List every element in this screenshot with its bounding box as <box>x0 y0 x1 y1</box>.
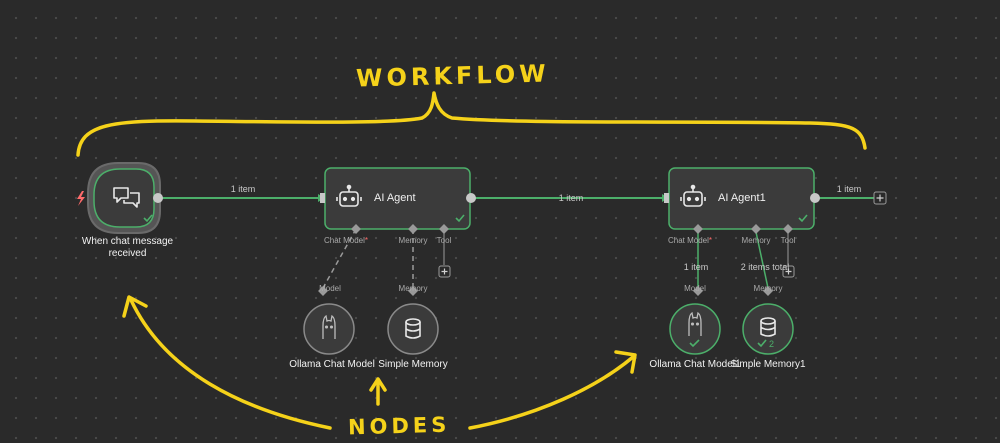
success-check-icon <box>757 339 767 348</box>
trigger-name-line2: received <box>108 248 147 259</box>
ollama1-model-port-label: Model <box>684 284 706 293</box>
trigger-lightning-icon <box>77 191 85 206</box>
ollama-model-port-label: Model <box>319 284 341 293</box>
edge-label-trigger-agent: 1 item <box>230 184 256 194</box>
robot-icon <box>336 184 362 207</box>
chat-model1-items: 1 item <box>683 262 709 272</box>
plus-icon <box>876 194 884 202</box>
memory-port[interactable] <box>408 224 418 234</box>
nodes-arrow-left-head <box>122 295 148 318</box>
ai-agent1-title: AI Agent1 <box>718 192 766 204</box>
ai-agent1-output-handle[interactable] <box>810 193 820 203</box>
ollama-chat-model-name: Ollama Chat Model <box>289 359 375 370</box>
success-check-icon <box>455 214 465 223</box>
llama-icon <box>688 311 702 336</box>
success-check-icon <box>143 214 153 223</box>
required-marker: * <box>708 236 713 245</box>
simple-memory1-port-label: Memory <box>753 284 783 293</box>
trigger-name-line1: When chat message <box>81 236 174 247</box>
ollama1-model-port[interactable] <box>693 286 703 296</box>
success-check-icon <box>798 214 808 223</box>
nodes-annotation: NODES <box>347 412 451 440</box>
chat-model-port-label: Chat Model* <box>311 236 381 245</box>
llama-icon <box>322 314 336 339</box>
ai-agent-input-handle[interactable] <box>320 193 325 203</box>
workflow-brace <box>76 91 867 157</box>
simple-memory-name: Simple Memory <box>378 359 448 370</box>
memory1-items: 2 items total <box>740 262 790 272</box>
simple-memory-port-label: Memory <box>398 284 428 293</box>
simple-memory1-port[interactable] <box>763 286 773 296</box>
workflow-annotation: WORKFLOW <box>355 59 551 93</box>
chat-bubbles-icon <box>113 187 140 208</box>
ollama-model-port[interactable] <box>318 286 328 296</box>
database-icon <box>405 318 421 339</box>
connection-chat-model-ollama[interactable] <box>322 228 357 289</box>
simple-memory1-name: Simple Memory1 <box>730 359 806 370</box>
chat-model-port-text: Chat Model <box>323 236 365 245</box>
ollama-chat-model1-name: Ollama Chat Model1 <box>649 359 741 370</box>
memory1-port[interactable] <box>751 224 761 234</box>
memory1-port-label: Memory <box>741 236 771 245</box>
plus-icon <box>785 268 792 275</box>
plus-icon <box>441 268 448 275</box>
chat-model-port[interactable] <box>351 224 361 234</box>
chat-model1-port-label: Chat Model* <box>655 236 725 245</box>
tool1-port-label: Tool <box>780 236 796 245</box>
database-icon <box>760 317 776 337</box>
nodes-arrow-right-head <box>614 350 637 374</box>
trigger-output-handle[interactable] <box>153 193 163 203</box>
ollama-chat-model-node[interactable] <box>303 303 355 355</box>
chat-model1-port[interactable] <box>693 224 703 234</box>
required-marker: * <box>364 236 369 245</box>
tool1-port[interactable] <box>783 224 793 234</box>
edge-label-agent-agent1: 1 item <box>558 193 584 203</box>
chat-model1-port-text: Chat Model <box>667 236 709 245</box>
run-count-badge: 2 <box>769 339 774 349</box>
trigger-node-label: When chat message received <box>65 236 190 260</box>
simple-memory-node[interactable] <box>387 303 439 355</box>
robot-icon <box>680 184 706 207</box>
success-check-icon <box>689 339 700 348</box>
edge-label-agent1-output: 1 item <box>836 184 862 194</box>
ollama-chat-model1-node[interactable] <box>669 303 721 355</box>
nodes-arrow-right <box>468 355 635 430</box>
tool-port-label: Tool <box>436 236 452 245</box>
connection-memory1-simple1[interactable] <box>755 231 769 289</box>
nodes-arrow-left <box>129 298 332 430</box>
ai-agent-output-handle[interactable] <box>466 193 476 203</box>
ai-agent1-input-handle[interactable] <box>664 193 669 203</box>
ai-agent-title: AI Agent <box>374 192 416 204</box>
simple-memory-port[interactable] <box>408 286 418 296</box>
tool-port[interactable] <box>439 224 449 234</box>
nodes-arrow-middle-head <box>369 377 387 392</box>
memory-port-label: Memory <box>398 236 428 245</box>
